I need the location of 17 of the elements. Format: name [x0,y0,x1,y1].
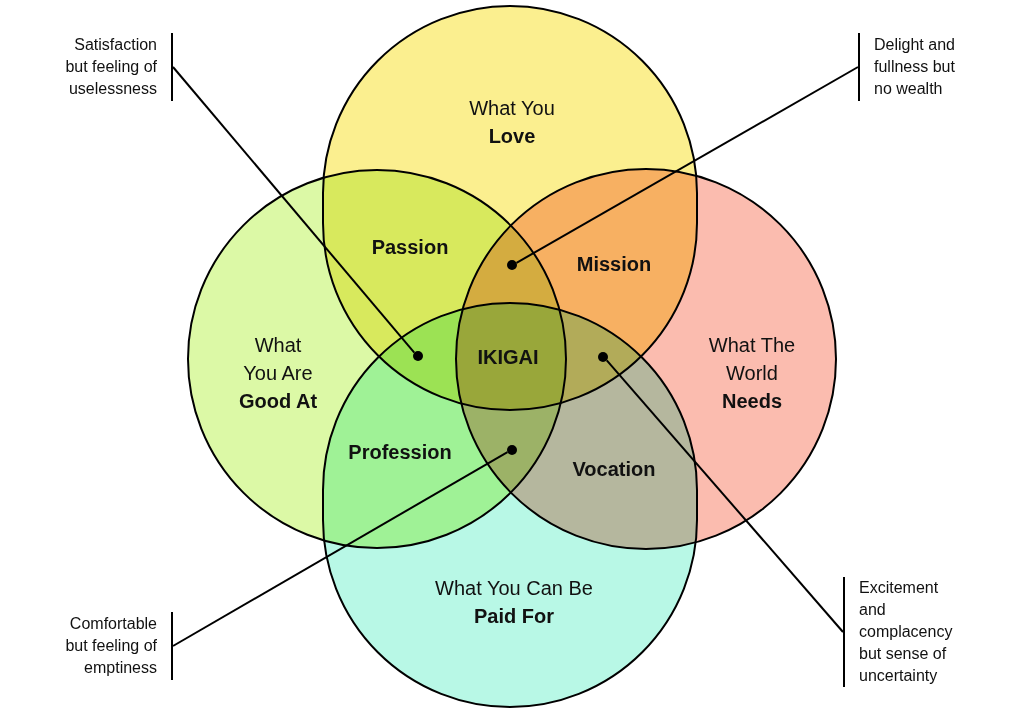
annotation-text: Comfortable but feeling of emptiness [64,614,157,678]
region-label: IKIGAI [477,345,539,369]
annotation-text: Satisfaction but feeling of uselessness [64,35,157,99]
region-label: Mission [576,252,652,276]
leader-line [515,66,859,264]
region-label: Profession [348,440,452,464]
circle-title: What You Love [468,96,556,149]
leader-line [605,359,844,633]
leader-line [172,66,416,354]
circle-title: What The World Needs [707,333,797,414]
region-label: Passion [371,235,449,259]
circle-title: What You Can Be Paid For [434,576,594,629]
region-label: Vocation [572,457,656,481]
annotation-text: Excitement and complacency but sense of uncertainty [859,578,954,686]
annotation-text: Delight and fullness but no wealth [874,35,956,99]
circle-title: What You Are Good At [237,333,319,414]
leader-line [172,451,509,647]
